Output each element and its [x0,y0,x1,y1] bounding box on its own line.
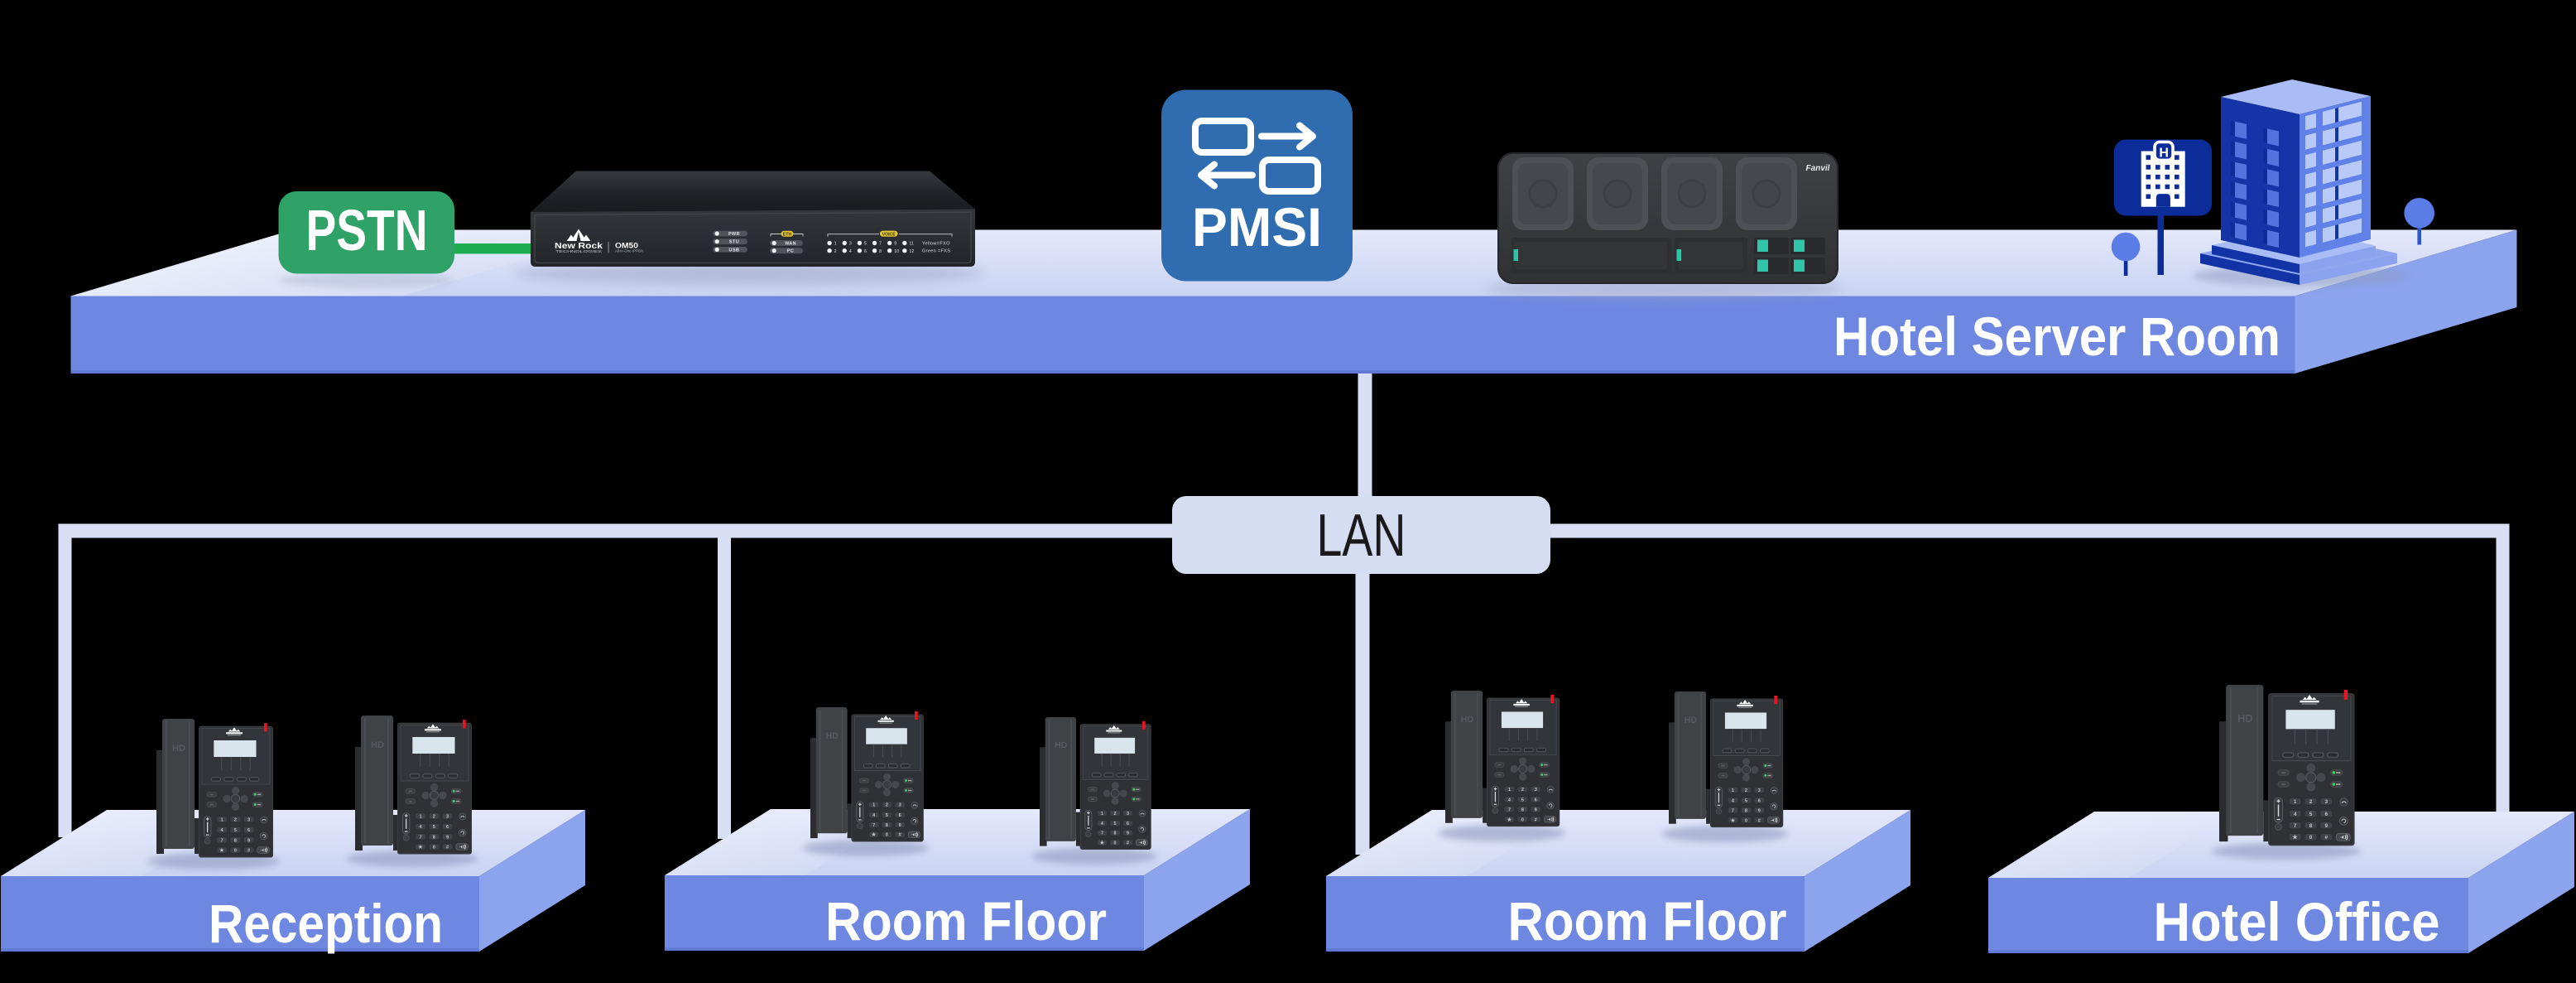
svg-text:8: 8 [879,249,882,254]
svg-text:6: 6 [864,249,867,254]
svg-text:5: 5 [864,242,867,247]
svg-text:3: 3 [849,242,852,247]
svg-text:New Rock: New Rock [555,242,603,251]
svg-text:LAN: LAN [1317,503,1406,569]
svg-text:WAN: WAN [785,242,796,247]
svg-text:Room Floor: Room Floor [1508,890,1787,952]
svg-text:1: 1 [834,242,837,247]
svg-text:10: 10 [894,249,899,254]
svg-text:4: 4 [849,249,852,254]
svg-text:9: 9 [894,242,896,247]
svg-text:2: 2 [834,249,837,254]
svg-text:Reception: Reception [209,893,443,954]
svg-text:TECHNOLOGIES: TECHNOLOGIES [555,249,602,253]
svg-text:12: 12 [909,249,914,254]
svg-text:Room Floor: Room Floor [825,890,1107,952]
svg-text:7: 7 [879,242,882,247]
svg-text:H: H [2159,147,2169,161]
svg-text:OM50: OM50 [615,242,638,251]
svg-text:Green =FXS: Green =FXS [922,249,950,254]
svg-text:STU: STU [729,240,739,245]
svg-text:PWR: PWR [728,232,740,237]
svg-text:PSTN: PSTN [306,198,428,263]
svg-text:PC: PC [787,249,794,254]
svg-text:All-in-One IPPBX: All-in-One IPPBX [615,249,643,253]
svg-text:11: 11 [909,242,914,247]
svg-text:USB: USB [729,248,740,253]
svg-text:VOICE: VOICE [882,232,896,237]
svg-text:PMSI: PMSI [1192,196,1322,258]
svg-text:Hotel Office: Hotel Office [2154,891,2440,952]
svg-text:Hotel Server Room: Hotel Server Room [1833,306,2280,367]
svg-text:Fanvil: Fanvil [1806,164,1830,173]
svg-text:Yellow=FXO: Yellow=FXO [922,241,950,246]
svg-text:ETH: ETH [783,232,792,237]
